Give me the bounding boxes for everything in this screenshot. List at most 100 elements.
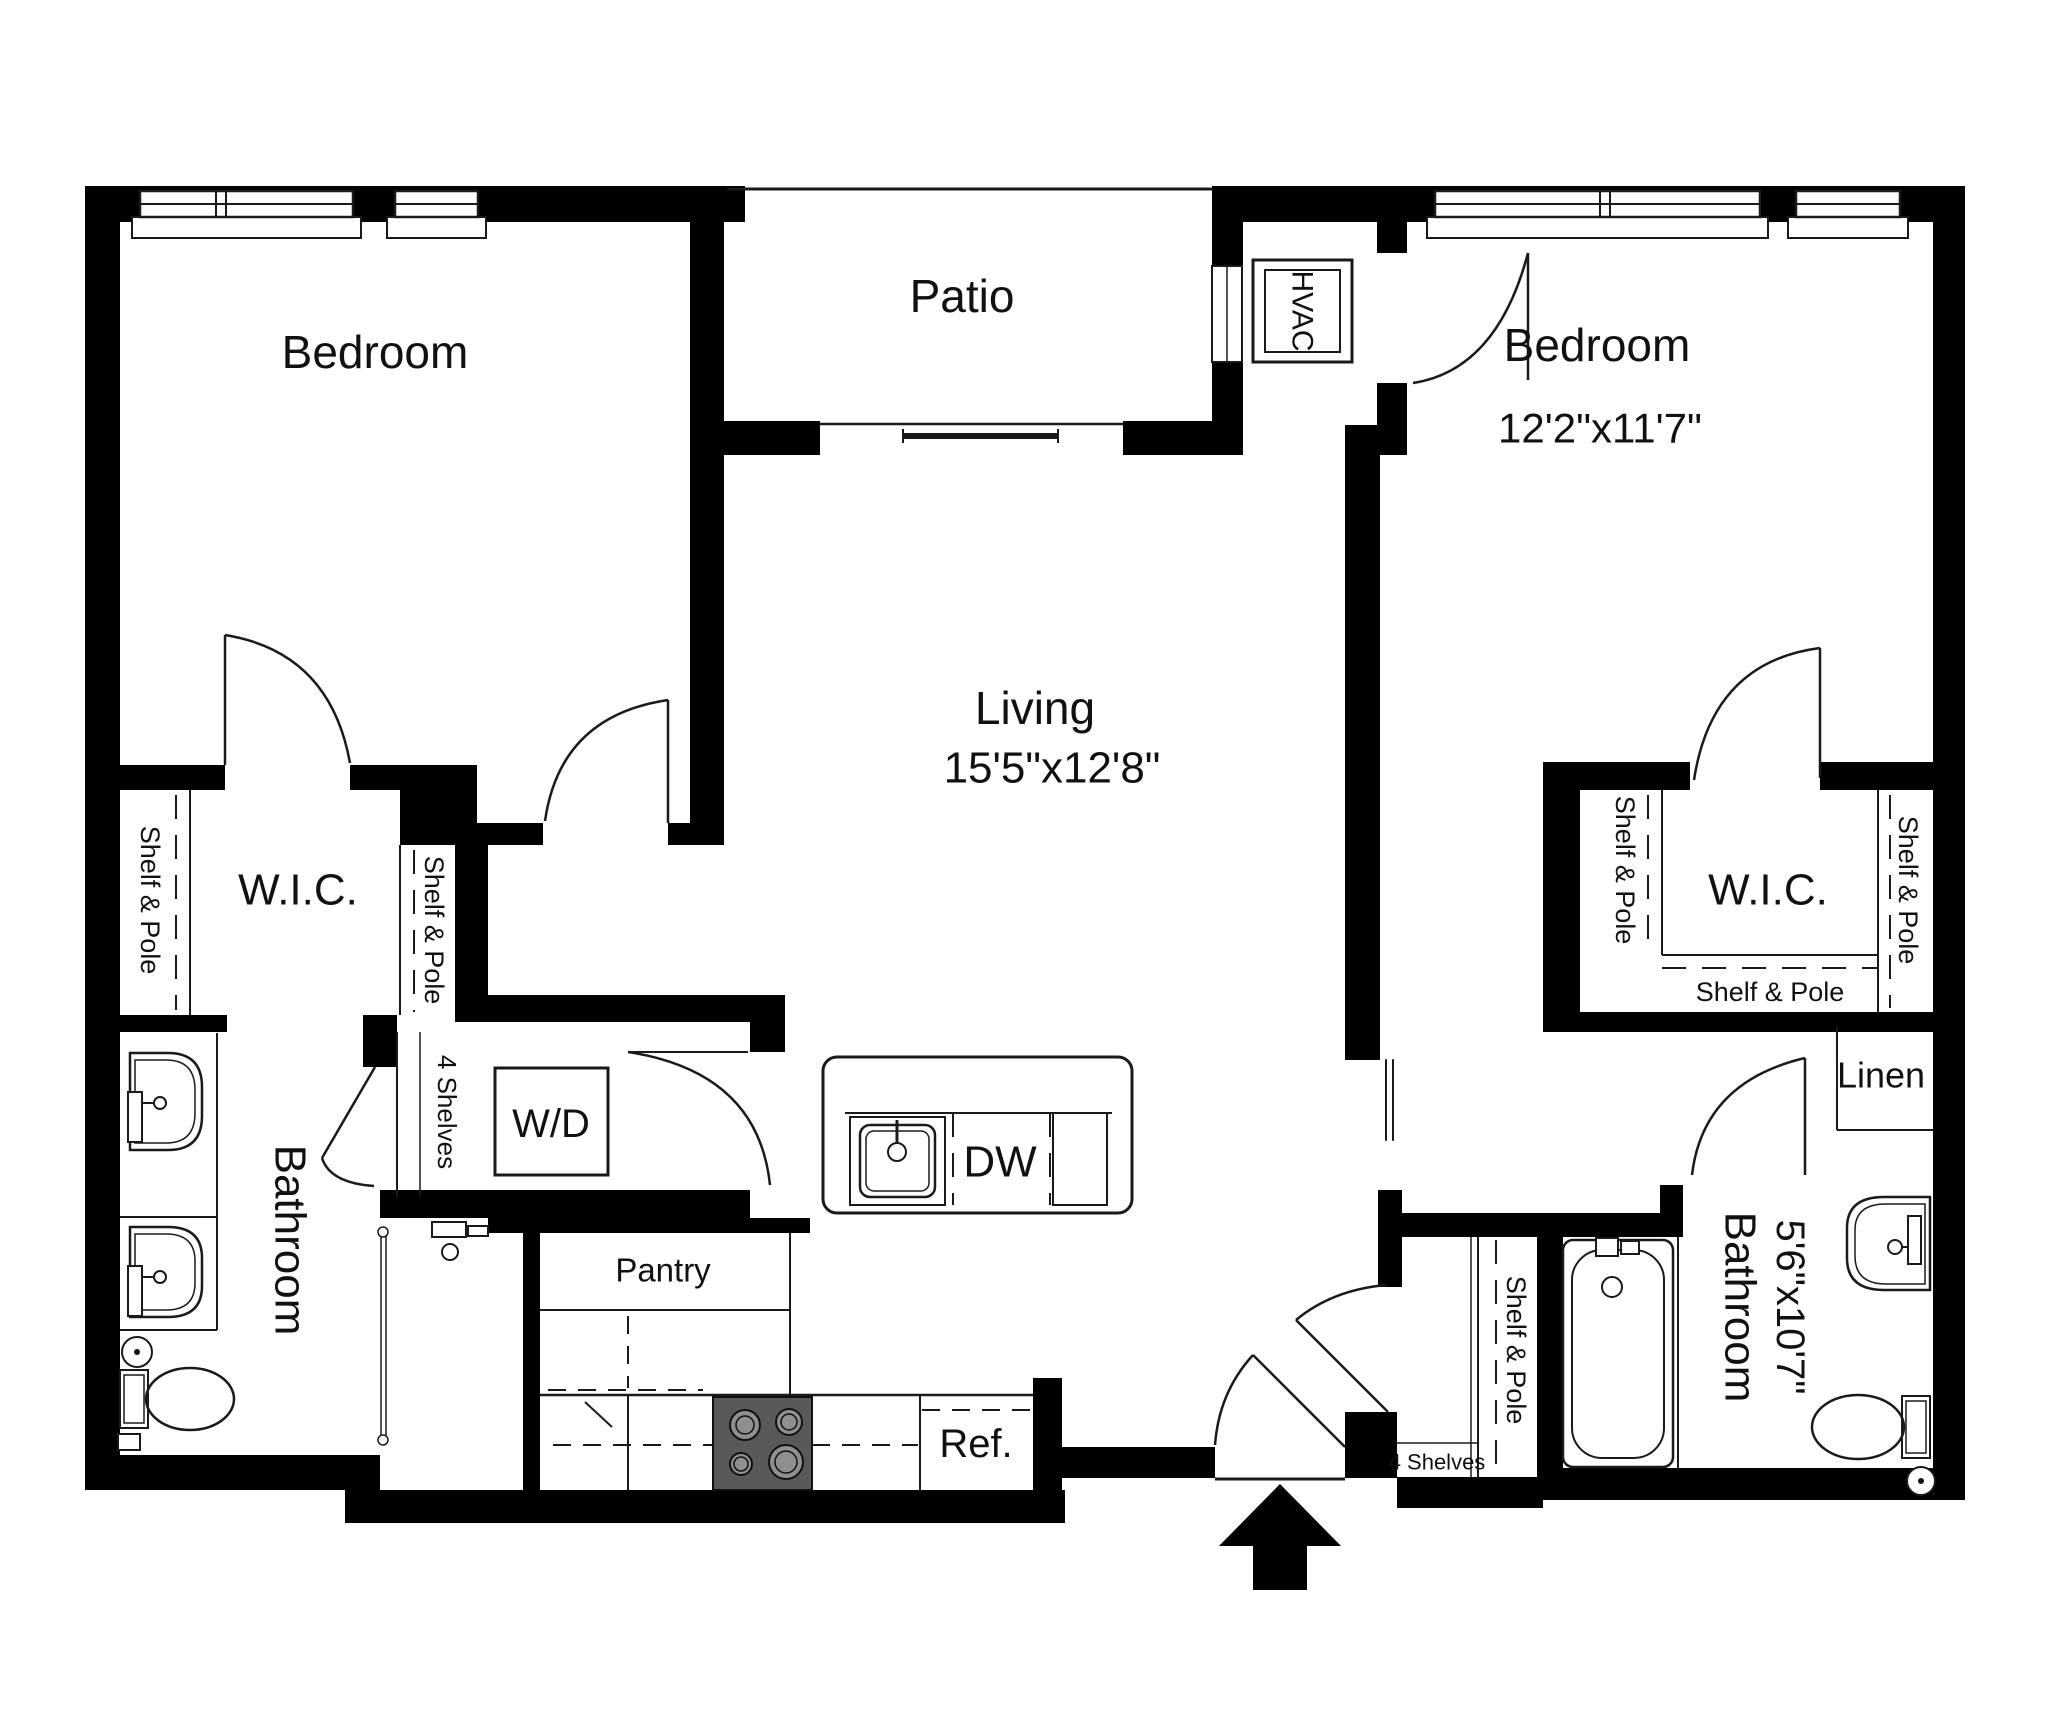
wall [85, 186, 120, 1490]
hvac-unit [1251, 258, 1354, 364]
wall [477, 823, 543, 845]
hvac-closet-window [1211, 265, 1243, 363]
wall [455, 995, 785, 1022]
closet-lines [175, 790, 1933, 1477]
wall [1537, 1213, 1563, 1477]
wall [1345, 437, 1380, 1060]
bedroom-right-label: Bedroom [1504, 319, 1691, 371]
wall [1060, 1447, 1215, 1478]
bathroom-left-door [320, 1066, 377, 1188]
wall [1933, 186, 1965, 1500]
stove [712, 1396, 813, 1491]
wall [455, 845, 488, 1015]
island-sink [858, 1120, 937, 1199]
wall [1820, 762, 1933, 790]
entry-arrow [1219, 1484, 1341, 1590]
shelf-pole-label: Shelf & Pole [1501, 1276, 1531, 1425]
entry-door [1213, 1354, 1346, 1448]
wall [1345, 1412, 1397, 1478]
wall [1540, 1468, 1965, 1500]
patio-sliding-door [820, 422, 1123, 443]
bathroom-right-door [1690, 1056, 1807, 1176]
sink [127, 1225, 204, 1319]
refrigerator-label: Ref. [939, 1422, 1012, 1466]
shelf-pole-label: Shelf & Pole [135, 826, 165, 975]
wall [400, 765, 477, 845]
bedroom-left-label: Bedroom [282, 326, 469, 378]
wic-left-door [223, 633, 352, 765]
four-shelves-label: 4 Shelves [432, 1055, 462, 1169]
wall [1378, 1190, 1402, 1287]
toilet-paper-holder [121, 1336, 153, 1368]
kitchen-counter [540, 1393, 1033, 1490]
wall [363, 1015, 397, 1032]
hall-door [1295, 1283, 1389, 1413]
wall [1543, 762, 1580, 1027]
shelf-pole-label: Shelf & Pole [419, 856, 449, 1005]
linen-label: Linen [1837, 1055, 1925, 1096]
bedroom-right-dimensions: 12'2"x11'7" [1498, 405, 1702, 452]
wall [690, 186, 724, 845]
bathroom-left-label: Bathroom [266, 1145, 315, 1336]
wall [1660, 1185, 1683, 1237]
window [386, 189, 487, 239]
window [1426, 189, 1769, 239]
washer-dryer-door [627, 1050, 772, 1186]
toilet [1810, 1393, 1931, 1461]
wall [523, 1222, 540, 1490]
wall [1543, 1012, 1933, 1032]
shelf-pole-label: Shelf & Pole [1696, 977, 1845, 1007]
wall [750, 1022, 785, 1052]
wall [1123, 421, 1212, 455]
pantry-cabinet [540, 1233, 791, 1428]
window [131, 189, 362, 239]
wall [120, 1015, 227, 1032]
vanity-counter [120, 1033, 218, 1331]
wall [1033, 1378, 1062, 1523]
bathroom-left-fixtures [117, 1033, 489, 1451]
bathroom-right-dimensions: 5'6"x10'7" [1768, 1220, 1812, 1395]
shelf-pole-label: Shelf & Pole [1893, 816, 1923, 965]
window [1787, 189, 1909, 239]
bathroom-right-label: Bathroom [1716, 1212, 1765, 1403]
kitchen [493, 1055, 1134, 1491]
dishwasher-label: DW [963, 1138, 1037, 1187]
pantry-label: Pantry [615, 1252, 711, 1289]
washer-dryer-box [493, 1066, 610, 1177]
bedroom-right-hvac-door [1412, 252, 1530, 385]
bathroom-right-fixtures [1561, 1195, 1936, 1496]
shelf-pole-label: Shelf & Pole [1610, 796, 1640, 945]
bedroom-left-door [543, 698, 670, 823]
kitchen-island [821, 1055, 1134, 1215]
toilet-paper-holder [1906, 1466, 1936, 1496]
doors [223, 252, 1822, 1481]
wall [345, 1490, 1065, 1523]
sink [1845, 1195, 1932, 1292]
patio-label: Patio [910, 270, 1015, 322]
living-label: Living [975, 682, 1095, 734]
toilet [117, 1366, 236, 1451]
wall [380, 1190, 750, 1218]
wall [488, 1218, 810, 1233]
wic-left-label: W.I.C. [238, 866, 358, 915]
linen-closet [1836, 1027, 1933, 1131]
wic-right-door [1692, 646, 1822, 781]
washer-dryer-label: W/D [512, 1102, 590, 1146]
four-shelves-label: 4 Shelves [1389, 1450, 1486, 1475]
wall [363, 1032, 397, 1067]
bathtub [1561, 1237, 1679, 1469]
labels: Bedroom Patio Bedroom 12'2"x11'7" Living… [135, 270, 1925, 1475]
wic-right-label: W.I.C. [1708, 866, 1828, 915]
wall [1377, 222, 1407, 253]
wall [1397, 1477, 1543, 1508]
bedroom-right-opening [1385, 1059, 1394, 1141]
windows [131, 187, 1909, 443]
living-dimensions: 15'5"x12'8" [944, 744, 1161, 793]
hvac-label: HVAC [1286, 270, 1319, 351]
sink [127, 1051, 204, 1152]
walls [85, 186, 1965, 1523]
wall [85, 1455, 360, 1490]
wall [668, 823, 722, 845]
